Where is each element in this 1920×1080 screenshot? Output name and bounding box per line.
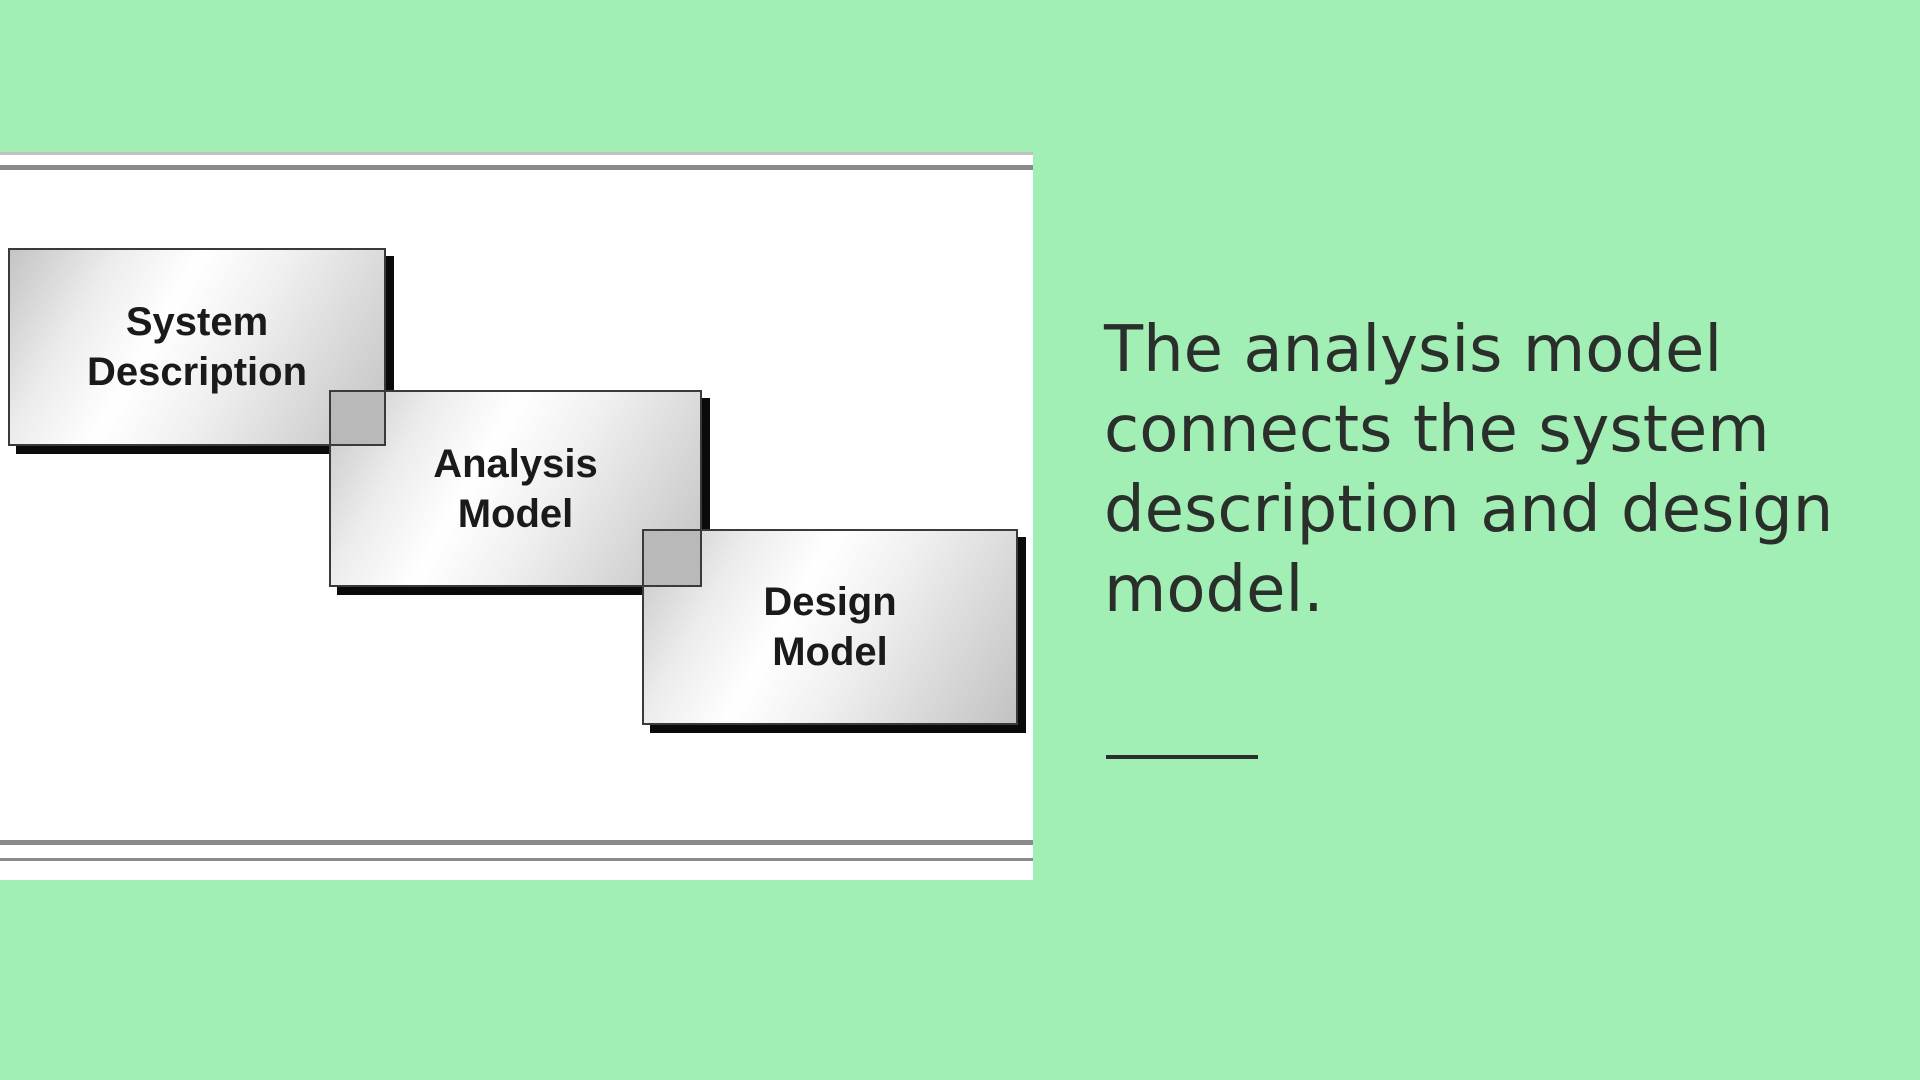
top-rule (0, 165, 1033, 170)
system-description-box: System Description (8, 248, 386, 446)
system-description-label: System Description (86, 300, 308, 394)
bottom-rule-thin (0, 858, 1033, 861)
slide-caption: The analysis model connects the system d… (1104, 313, 1834, 627)
top-rule-thin (0, 152, 1033, 155)
overlap-system-analysis (329, 390, 386, 446)
analysis-model-label: Analysis Model (433, 441, 598, 536)
analysis-model-box: Analysis Model (329, 390, 702, 587)
design-model-label: Design Model (763, 580, 897, 674)
diagram-figure: System Description Analysis Model Design… (0, 152, 1033, 880)
overlap-analysis-design (642, 529, 702, 587)
bottom-rule (0, 840, 1033, 845)
design-model-box: Design Model (642, 529, 1018, 725)
accent-divider (1106, 755, 1258, 759)
